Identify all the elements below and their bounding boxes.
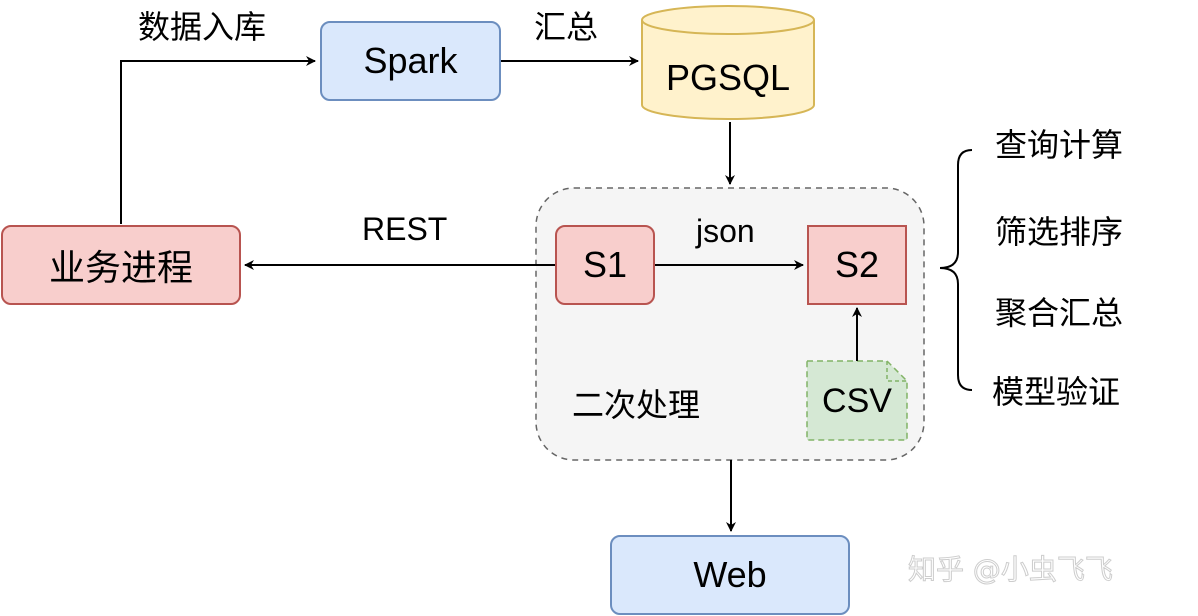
watermark: 知乎 @小虫飞飞 (908, 553, 1114, 587)
s2-node[interactable]: S2 (807, 225, 907, 305)
csv-node: CSV (807, 362, 907, 440)
function-model-validation: 模型验证 (992, 373, 1121, 411)
business-process-node[interactable]: 业务进程 (1, 225, 241, 305)
edge-label-rest: REST (362, 211, 448, 247)
s1-node[interactable]: S1 (555, 225, 655, 305)
edge-label-data-ingest: 数据入库 (138, 8, 267, 46)
function-aggregate-summary: 聚合汇总 (995, 294, 1124, 332)
web-label: Web (693, 554, 767, 595)
edge-business-to-spark (120, 56, 316, 224)
pgsql-cylinder[interactable] (641, 5, 815, 120)
csv-label: CSV (822, 381, 892, 420)
s1-label: S1 (582, 244, 628, 285)
s2-label: S2 (834, 244, 880, 285)
spark-node[interactable]: Spark (320, 21, 501, 101)
processing-group-label: 二次处理 (572, 386, 701, 424)
edge-label-json: json (696, 213, 755, 249)
function-query-compute: 查询计算 (995, 126, 1124, 164)
business-process-label: 业务进程 (48, 248, 193, 289)
web-node[interactable]: Web (610, 535, 850, 615)
csv-document-shape[interactable] (806, 360, 908, 441)
function-filter-sort: 筛选排序 (995, 213, 1124, 251)
edge-label-summary: 汇总 (534, 8, 599, 46)
functions-brace (939, 149, 973, 391)
spark-label: Spark (363, 40, 458, 81)
pgsql-node[interactable]: PGSQL (642, 38, 814, 118)
pgsql-label: PGSQL (665, 57, 791, 98)
